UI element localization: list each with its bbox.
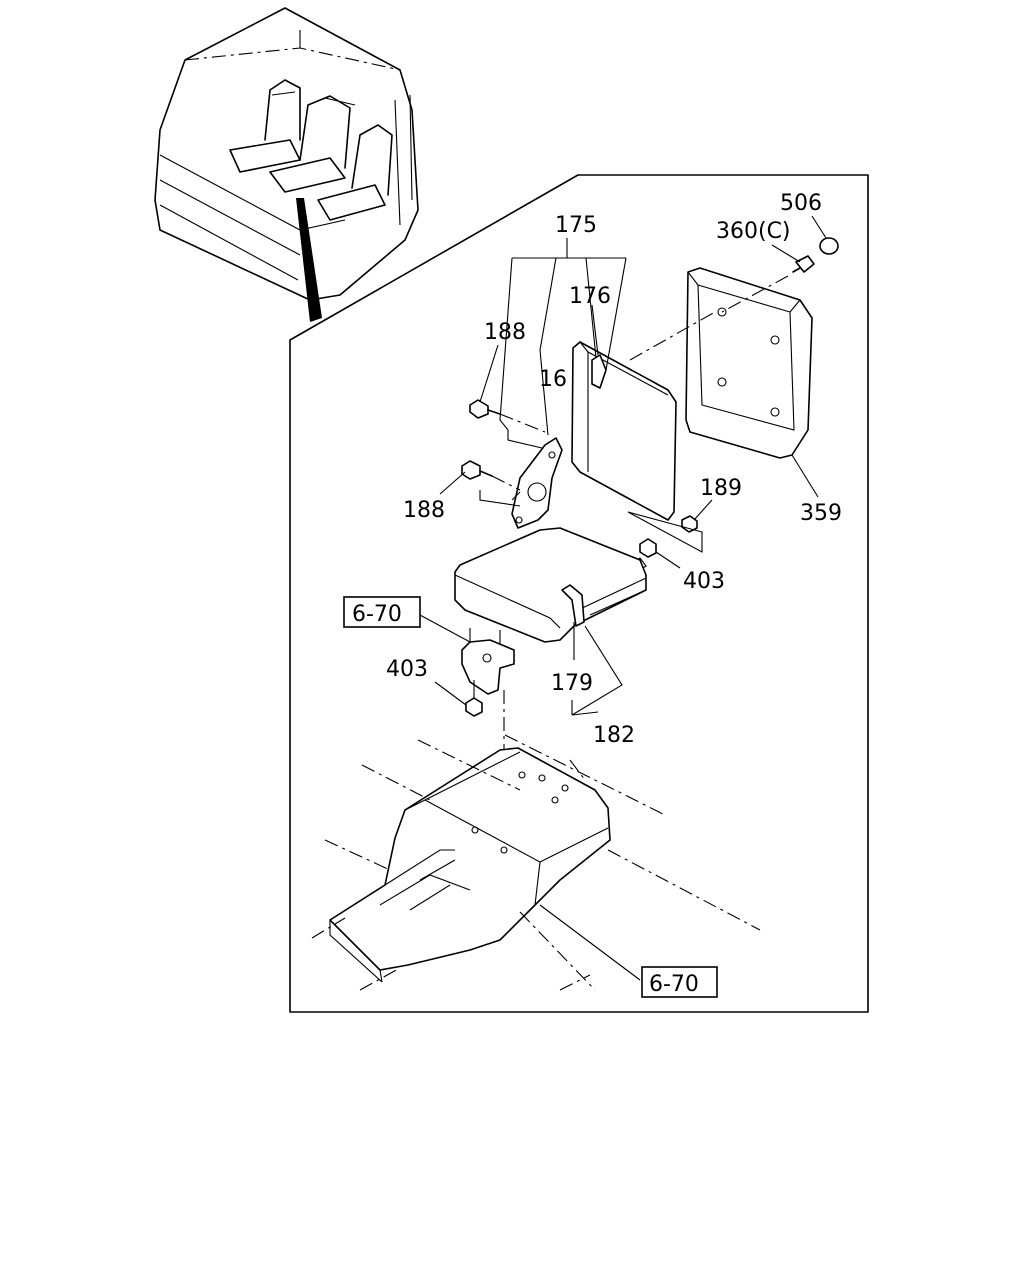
callout-359: 359 [800, 501, 842, 526]
leader-wedge-icon [296, 198, 322, 322]
callout-16: 16 [539, 367, 567, 392]
reference-6-70-lower-label: 6-70 [649, 972, 699, 997]
callout-189: 189 [700, 476, 742, 501]
seat-back-icon [571, 341, 677, 521]
callout-179: 179 [551, 671, 593, 696]
callout-175: 175 [555, 213, 597, 238]
bolt-188-upper-icon [469, 399, 501, 419]
seat-mount-bracket-icon [461, 628, 515, 695]
seat-back-cover-icon [685, 267, 813, 459]
callout-360c: 360(C) [716, 219, 791, 244]
callout-188-upper: 188 [484, 320, 526, 345]
callout-188-lower: 188 [403, 498, 445, 523]
truck-cab-seats-icon [154, 7, 419, 322]
callout-506: 506 [780, 191, 822, 216]
seat-cushion-icon [454, 527, 647, 643]
callout-182: 182 [593, 723, 635, 748]
clip-360-icon [792, 255, 815, 273]
detail-frame [289, 174, 869, 1013]
floor-tunnel-icon [311, 734, 761, 991]
reference-6-70-upper[interactable]: 6-70 [343, 596, 421, 628]
hinge-bracket-icon [511, 437, 563, 529]
callout-176: 176 [569, 284, 611, 309]
bolt-188-lower-icon [461, 460, 493, 480]
leader-lines [419, 215, 827, 981]
reference-6-70-upper-label: 6-70 [352, 602, 402, 627]
nut-403-left-icon [465, 697, 483, 717]
reference-6-70-lower[interactable]: 6-70 [641, 966, 718, 998]
callout-403-left: 403 [386, 657, 428, 682]
callout-403-right: 403 [683, 569, 725, 594]
cap-506-icon [819, 237, 839, 255]
